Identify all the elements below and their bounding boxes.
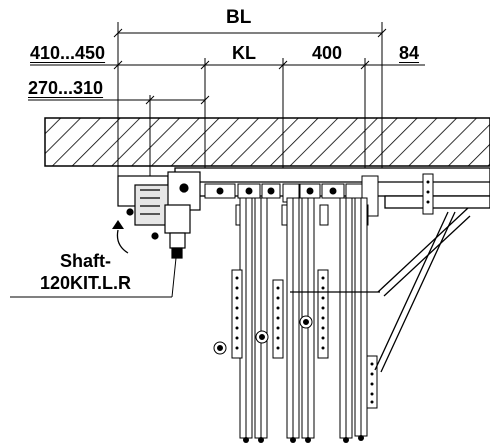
callout-line-1: Shaft- [60, 251, 111, 271]
dimension-label-kl: KL [232, 43, 256, 63]
dimension-label-410-450: 410...450 [30, 43, 106, 63]
dimension-label-400: 400 [312, 43, 343, 63]
callout-line-2: 120KIT.L.R [40, 273, 132, 293]
callout-leader [10, 257, 177, 298]
knobs [213, 315, 313, 355]
diagonal-bracket [290, 207, 471, 373]
perforated-strips [231, 173, 434, 409]
ceiling-slab [44, 117, 490, 167]
dimension-label-bl: BL [226, 7, 252, 28]
motor-unit [117, 171, 201, 259]
dimension-lines [28, 22, 425, 190]
vertical-panels [239, 197, 368, 439]
dimension-label-270-310: 270...310 [28, 78, 104, 98]
bottom-caps [243, 435, 364, 443]
dimension-label-84: 84 [399, 43, 420, 63]
rotation-arrow [112, 220, 129, 254]
